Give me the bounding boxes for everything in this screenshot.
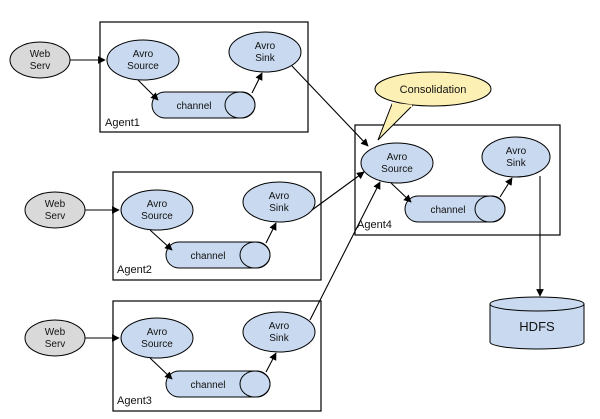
agent2-source: Avro Source <box>120 189 194 231</box>
agent2-source-line1: Avro <box>147 199 168 210</box>
arrow-a3-channel-sink <box>265 352 277 373</box>
arrow-a3-source-channel <box>149 357 173 380</box>
web-server-3-line1: Web <box>45 327 66 338</box>
arrow-a1-channel-sink <box>251 72 263 94</box>
agent3-sink-line2: Sink <box>269 333 289 344</box>
web-server-1-line2: Serv <box>30 61 51 72</box>
agent1-box <box>99 21 309 133</box>
agent4-sink-line2: Sink <box>506 158 526 169</box>
agent3-sink: Avro Sink <box>242 311 316 353</box>
consolidation-callout: Consolidation <box>374 71 492 141</box>
agent4-box <box>354 124 561 236</box>
agent2-sink: Avro Sink <box>242 181 316 223</box>
agent3-box <box>112 300 322 412</box>
arrow-a1-source-channel <box>137 79 159 101</box>
agent4-source: Avro Source <box>360 142 434 184</box>
agent1-source-line2: Source <box>127 61 159 72</box>
agent2-label: Agent2 <box>117 264 152 276</box>
agent4-source-line1: Avro <box>387 152 408 163</box>
web-server-2-line2: Serv <box>45 211 66 222</box>
agent3-source: Avro Source <box>120 317 194 359</box>
web-server-2: Web Serv <box>24 191 86 229</box>
agent1-channel: channel <box>151 91 256 119</box>
agent2-channel: channel <box>165 241 271 269</box>
agent3-source-line2: Source <box>141 339 173 350</box>
agent3-label: Agent3 <box>117 395 152 407</box>
web-server-3-line2: Serv <box>45 339 66 350</box>
agent2-sink-line2: Sink <box>269 203 289 214</box>
agent1-label: Agent1 <box>105 117 140 129</box>
agent4-sink-line1: Avro <box>506 146 527 157</box>
hdfs-storage: HDFS <box>489 296 585 350</box>
web-server-1: Web Serv <box>9 41 71 79</box>
agent1-channel-label: channel <box>176 101 211 112</box>
arrow-a4-channel-sink <box>499 177 513 198</box>
agent1-source-line1: Avro <box>133 49 154 60</box>
agent4-source-line2: Source <box>381 164 413 175</box>
arrow-a2-channel-sink <box>265 222 277 244</box>
arrow-sink1-agent4 <box>291 65 369 147</box>
arrow-a2-source-channel <box>149 229 173 251</box>
agent1-sink-line1: Avro <box>255 41 276 52</box>
arrow-sink2-agent4 <box>311 171 365 211</box>
agent4-channel-label: channel <box>430 205 465 216</box>
hdfs-label: HDFS <box>519 319 555 334</box>
agent3-channel-label: channel <box>190 380 225 391</box>
agent2-box <box>112 171 322 281</box>
web-server-1-line1: Web <box>30 49 51 60</box>
agent2-source-line2: Source <box>141 211 173 222</box>
agent2-sink-line1: Avro <box>269 191 290 202</box>
agent4-channel: channel <box>404 195 506 223</box>
arrow-a4-source-channel <box>390 182 412 203</box>
flow-arrows <box>70 56 544 380</box>
agent3-source-line1: Avro <box>147 327 168 338</box>
agent3-sink-line1: Avro <box>269 321 290 332</box>
arrow-sink3-agent4 <box>309 181 381 321</box>
web-server-2-line1: Web <box>45 199 66 210</box>
consolidation-label: Consolidation <box>400 84 467 96</box>
agent1-sink: Avro Sink <box>228 31 302 73</box>
agent4-label: Agent4 <box>357 219 392 231</box>
agent1-source: Avro Source <box>106 39 180 81</box>
agent2-channel-label: channel <box>190 251 225 262</box>
web-server-3: Web Serv <box>24 319 86 357</box>
agent4-sink: Avro Sink <box>481 136 551 178</box>
agent3-channel: channel <box>165 370 271 398</box>
agent1-sink-line2: Sink <box>255 53 275 64</box>
